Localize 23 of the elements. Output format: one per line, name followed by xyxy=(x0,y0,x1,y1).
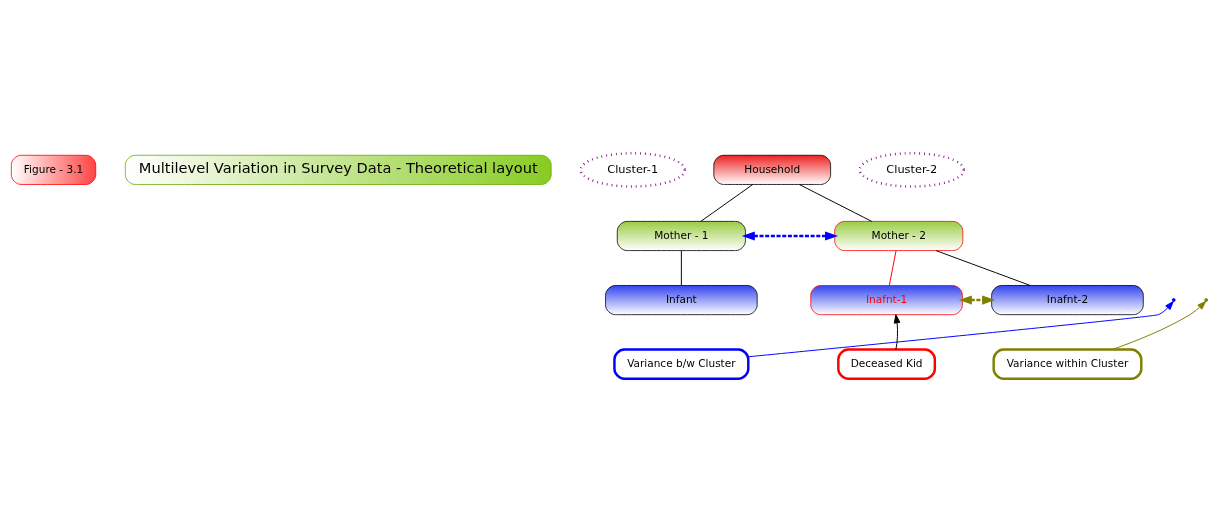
node-box: Variance within Cluster xyxy=(992,348,1143,380)
arrow xyxy=(1111,301,1207,350)
node-box: Deceased Kid xyxy=(837,348,937,380)
node-box: Multilevel Variation in Survey Data - Theoretical layout xyxy=(124,154,552,185)
node-box: Household xyxy=(713,154,832,185)
node-box: Inafnt-1 xyxy=(810,285,963,316)
arrow xyxy=(747,301,1174,358)
connector xyxy=(888,250,897,286)
label: Cluster-2 xyxy=(886,161,938,176)
arrow xyxy=(958,295,996,305)
arrow xyxy=(741,231,839,241)
connector xyxy=(700,184,754,222)
node-box: Variance b/w Cluster xyxy=(613,348,750,380)
connector xyxy=(798,184,873,222)
connector xyxy=(935,250,1031,286)
node-box: Mother - 1 xyxy=(616,221,746,251)
label: Cluster-1 xyxy=(607,161,659,176)
node-box: Mother - 2 xyxy=(834,221,964,251)
node-box: Figure - 3.1 xyxy=(10,154,97,185)
node-box: Inafnt-2 xyxy=(991,285,1144,316)
arrow xyxy=(893,314,901,350)
node-box: Infant xyxy=(605,285,758,316)
connector xyxy=(680,250,682,286)
